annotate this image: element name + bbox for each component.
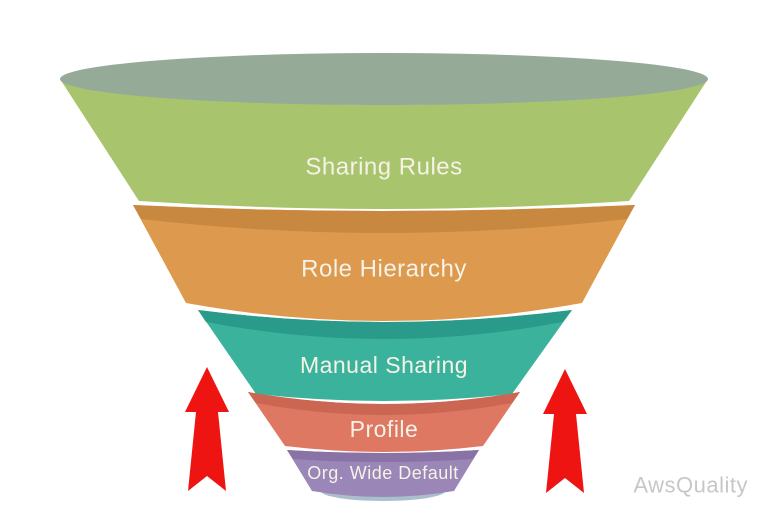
- funnel-label-org-wide-default: Org. Wide Default: [307, 463, 459, 483]
- up-arrow-left-icon: [185, 367, 229, 491]
- funnel-layer-role-hierarchy: [133, 205, 635, 321]
- funnel-layer-role-hierarchy-lip: [133, 205, 635, 233]
- funnel-label-manual-sharing: Manual Sharing: [300, 352, 468, 378]
- funnel-layer-manual-sharing-lip: [198, 310, 572, 339]
- funnel-layer-profile-lip: [248, 392, 520, 415]
- funnel-top-opening: [60, 53, 708, 105]
- funnel-layer-org-wide-default-lip: [287, 450, 479, 462]
- funnel-layer-sharing-rules: [60, 79, 708, 209]
- funnel-layer-org-wide-default: [287, 450, 479, 497]
- watermark-awsquality: AwsQuality: [633, 473, 748, 498]
- funnel-label-profile: Profile: [350, 416, 419, 442]
- funnel-label-sharing-rules: Sharing Rules: [305, 154, 462, 181]
- up-arrow-right-icon: [543, 369, 587, 493]
- funnel-label-role-hierarchy: Role Hierarchy: [301, 256, 467, 283]
